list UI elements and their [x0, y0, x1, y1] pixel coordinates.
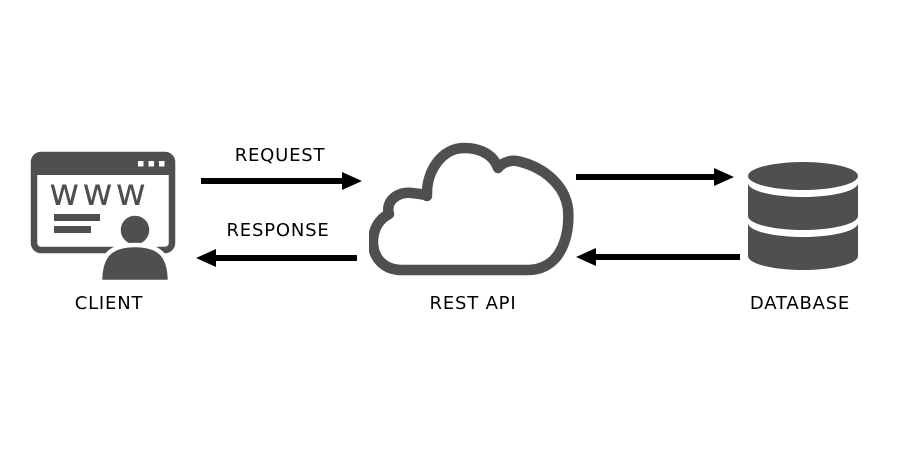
api-to-database-arrow-icon [576, 168, 734, 186]
titlebar-dot [148, 161, 154, 167]
db-middle-band [748, 183, 858, 230]
client-label: CLIENT [74, 293, 144, 314]
response-arrow-icon [196, 249, 357, 267]
titlebar-dot [138, 161, 144, 167]
db-bottom-band [748, 223, 858, 270]
browser-user-icon: www [30, 151, 176, 285]
rest-api-label: REST API [429, 293, 517, 314]
titlebar-dot [159, 161, 165, 167]
request-label: REQUEST [234, 145, 326, 166]
database-label: DATABASE [749, 293, 851, 314]
content-bar [54, 226, 91, 233]
person-body [97, 242, 173, 285]
content-bar [54, 214, 100, 221]
database-to-api-arrow-icon [576, 248, 740, 266]
request-arrow-icon [201, 172, 362, 190]
response-label: RESPONSE [226, 220, 330, 241]
person-head [116, 211, 154, 249]
browser-titlebar [34, 155, 172, 175]
database-icon [748, 162, 858, 270]
www-text: www [49, 171, 149, 214]
cloud-icon [369, 142, 574, 276]
db-top-disc [748, 162, 858, 190]
cloud-outline [369, 142, 574, 276]
